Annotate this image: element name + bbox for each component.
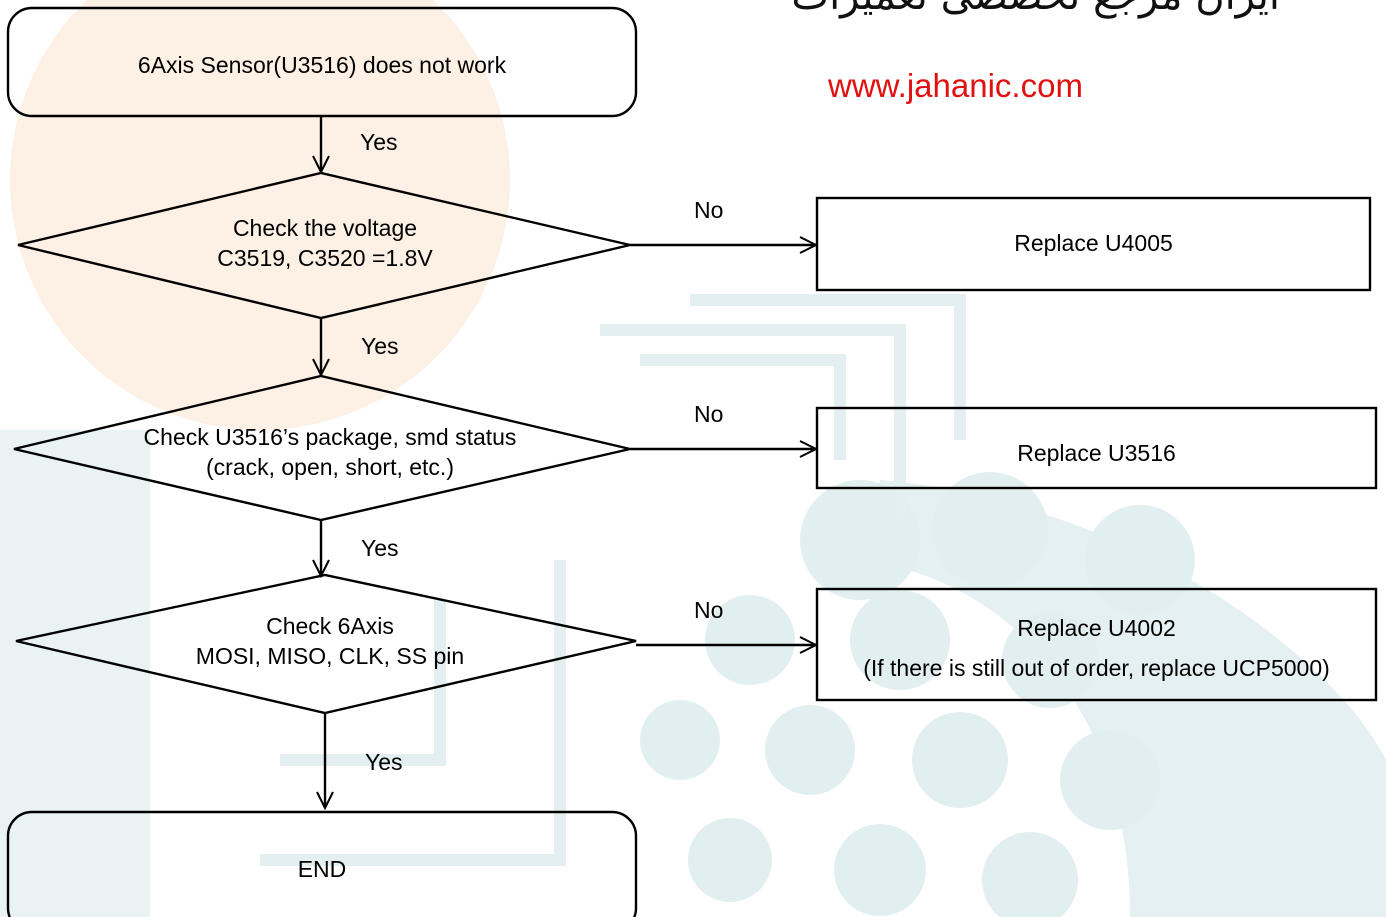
- check-pins-diamond: [15, 573, 637, 715]
- check-package-line-2: (crack, open, short, etc.): [206, 454, 454, 480]
- check-pins-label: Check 6Axis MOSI, MISO, CLK, SS pin: [130, 611, 530, 671]
- edge-label-yes-2: Yes: [361, 333, 399, 359]
- check-package-label: Check U3516’s package, smd status (crack…: [100, 422, 560, 482]
- edge-label-yes-4: Yes: [365, 749, 403, 775]
- edge-label-no-1: No: [694, 197, 724, 223]
- end-node-shape: [6, 810, 638, 917]
- replace-u4005-label: Replace U4005: [1014, 230, 1173, 256]
- replace-u4002-label: Replace U4002 (If there is still out of …: [817, 608, 1376, 688]
- edge-label-no-2: No: [694, 401, 724, 427]
- website-url[interactable]: www.jahanic.com: [828, 67, 1083, 104]
- check-voltage-line-2: C3519, C3520 =1.8V: [217, 245, 433, 271]
- start-node-label: 6Axis Sensor(U3516) does not work: [137, 52, 507, 78]
- check-voltage-label: Check the voltage C3519, C3520 =1.8V: [120, 213, 530, 273]
- check-voltage-line-1: Check the voltage: [232, 215, 418, 241]
- check-package-line-1: Check U3516’s package, smd status: [143, 424, 517, 450]
- flowchart-shapes: [6, 6, 1378, 917]
- replace-u4002-line-2: (If there is still out of order, replace…: [863, 655, 1330, 681]
- edge-label-yes-1: Yes: [360, 129, 398, 155]
- check-pins-line-1: Check 6Axis: [266, 613, 394, 639]
- edge-label-no-3: No: [694, 597, 724, 623]
- replace-u3516-label: Replace U3516: [1017, 440, 1176, 466]
- end-node-label: END: [297, 856, 347, 882]
- replace-u4002-line-1: Replace U4002: [1017, 615, 1176, 641]
- header-persian-title: ایران مرجع تخصصی تعمیرات: [680, 0, 1280, 18]
- edge-label-yes-3: Yes: [361, 535, 399, 561]
- check-pins-line-2: MOSI, MISO, CLK, SS pin: [195, 643, 465, 669]
